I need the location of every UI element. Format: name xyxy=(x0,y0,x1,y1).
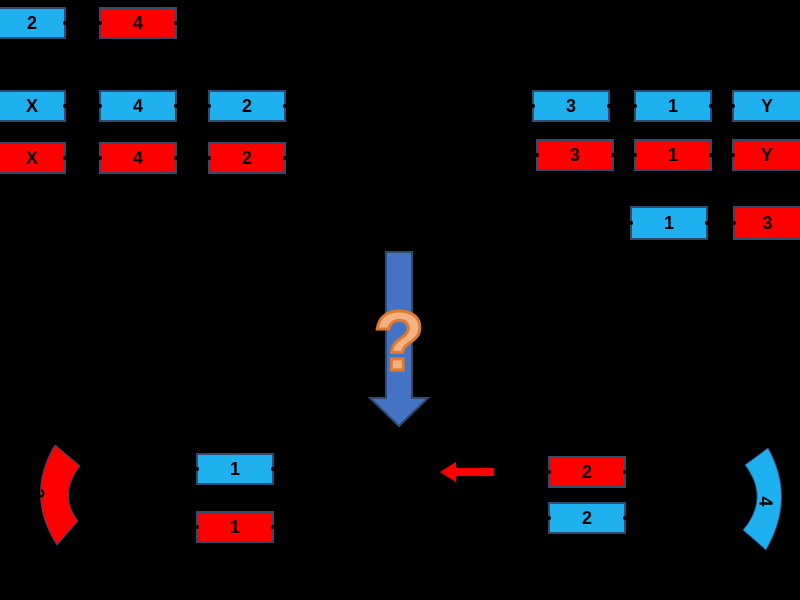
tile-blue-r2-c: 2 xyxy=(207,90,287,122)
tile-blue-r2-a: X xyxy=(0,90,67,122)
tile-red-r3-a: X xyxy=(0,142,67,174)
tile-blue-r2-b: 4 xyxy=(98,90,178,122)
tile-blue-br-b: 2 xyxy=(547,502,627,534)
down-arrow-icon xyxy=(367,251,431,428)
tile-red-tr2-c: Y xyxy=(731,139,800,171)
tile-red-tr3-b: 3 xyxy=(732,206,800,240)
svg-text:?: ? xyxy=(373,294,424,388)
right-curve-label: 4 xyxy=(755,496,776,507)
tile-blue-bl-a: 1 xyxy=(195,453,275,485)
right-curved-segment xyxy=(742,447,782,551)
left-arrow-icon xyxy=(440,462,494,482)
left-curve-label: 3 xyxy=(27,488,48,499)
tile-red-tr2-b: 1 xyxy=(633,139,713,171)
tile-red-br-a: 2 xyxy=(547,456,627,488)
tile-red-bl-b: 1 xyxy=(195,511,275,543)
tile-blue-tr1-b: 1 xyxy=(633,90,713,122)
tile-blue-tr1-a: 3 xyxy=(531,90,611,122)
tile-blue-tr1-c: Y xyxy=(731,90,800,122)
tile-red-r3-b: 4 xyxy=(98,142,178,174)
question-mark-icon: ? xyxy=(372,293,426,390)
tile-blue-r1-a: 2 xyxy=(0,7,67,39)
tile-red-r3-c: 2 xyxy=(207,142,287,174)
tile-blue-tr3-a: 1 xyxy=(629,206,709,240)
tile-red-tr2-a: 3 xyxy=(535,139,615,171)
tile-red-r1-b: 4 xyxy=(98,7,178,39)
left-curved-segment xyxy=(40,444,81,546)
